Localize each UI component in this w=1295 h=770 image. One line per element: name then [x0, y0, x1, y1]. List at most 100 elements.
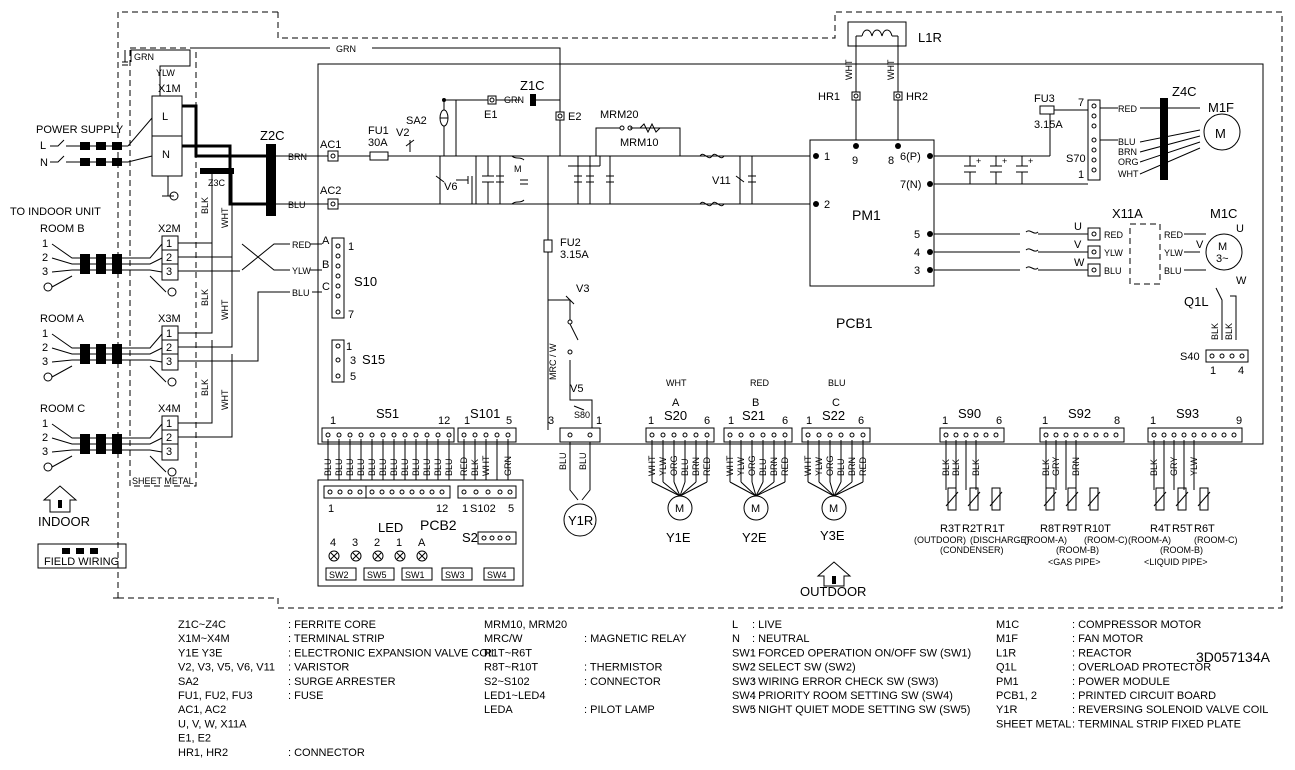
svg-text:C: C [832, 397, 840, 409]
svg-text:8: 8 [1114, 415, 1120, 427]
s51-pin [358, 432, 364, 438]
svg-text:+: + [976, 156, 981, 166]
legend-desc: : COMPRESSOR MOTOR [1072, 619, 1201, 631]
legend-desc: : PRIORITY ROOM SETTING SW (SW4) [752, 690, 953, 702]
s51-pin [380, 432, 386, 438]
legend-desc: : SELECT SW (SW2) [752, 662, 856, 674]
svg-text:YLW: YLW [1164, 248, 1183, 258]
reactor-l1r: L1R WHT WHT HR1 HR2 [818, 21, 942, 140]
svg-text:A: A [322, 235, 330, 247]
s22-pin [816, 432, 822, 438]
svg-text:(ROOM-B): (ROOM-B) [1160, 545, 1203, 555]
svg-text:9: 9 [852, 155, 858, 167]
svg-text:1: 1 [346, 341, 352, 353]
s21-wire-label: BLU [758, 458, 768, 476]
led-icon [416, 550, 428, 562]
room-a-terminal: ROOM A X3M 123 123 BLK WHT [40, 250, 290, 387]
room-c-terminal: ROOM C X4M 123 123 BLK WHT [40, 340, 233, 477]
svg-text:R4T: R4T [1150, 523, 1171, 535]
svg-text:6: 6 [996, 415, 1002, 427]
s51-pin [369, 432, 375, 438]
y3e-label: Y3E [820, 528, 845, 543]
s93-pin [1151, 432, 1157, 438]
compressor-motor-group: U V W RED YLW BLU X11A RED YLW BLU M 3~ … [934, 206, 1249, 377]
s22-wire-label: YLW [814, 457, 824, 476]
x11a-label: X11A [1112, 206, 1143, 221]
field-wiring-legend: FIELD WIRING [37, 543, 127, 569]
hr2-label: HR2 [906, 91, 928, 103]
svg-text:1: 1 [942, 415, 948, 427]
svg-text:1: 1 [328, 503, 334, 515]
z3c-label: Z3C [208, 178, 226, 188]
svg-text:1: 1 [42, 238, 48, 250]
s93-wire-label: BLK [1149, 459, 1159, 476]
s21-wire-label: RED [780, 456, 790, 476]
svg-text:C: C [322, 281, 330, 293]
s21-pin [760, 432, 766, 438]
legend-desc: : FERRITE CORE [288, 619, 376, 631]
sheet-metal-plate: SHEET METAL [129, 47, 197, 487]
svg-text:5: 5 [508, 503, 514, 515]
outdoor-label: OUTDOOR [800, 584, 866, 599]
s51-wire-label: BLU [389, 458, 399, 476]
svg-text:6: 6 [858, 415, 864, 427]
switch-sw4[interactable] [483, 567, 515, 581]
legend-desc: : REVERSING SOLENOID VALVE COIL [1072, 704, 1268, 716]
thermistor-icon [1045, 487, 1055, 511]
s2-label: S2 [462, 530, 478, 545]
led-icon [350, 550, 362, 562]
s90-pin [993, 432, 999, 438]
legend-desc: : LIVE [752, 619, 782, 631]
s90-pin [943, 432, 949, 438]
s101-wire-label: GRN [503, 456, 513, 476]
s51-wire-label: BLU [411, 458, 421, 476]
s101-pin [505, 432, 511, 438]
s101-pin [494, 432, 500, 438]
x1m-label: X1M [158, 83, 181, 95]
svg-text:BLU: BLU [1104, 266, 1122, 276]
svg-text:R3T: R3T [940, 523, 961, 535]
svg-text:BLK: BLK [200, 379, 210, 396]
svg-text:BLU: BLU [558, 452, 568, 470]
svg-text:A: A [672, 397, 680, 409]
blu-label-ac2: BLU [288, 200, 306, 210]
legend-code: Y1R [996, 704, 1017, 716]
legend-desc: : FORCED OPERATION ON/OFF SW (SW1) [752, 647, 971, 659]
fu1-value: 30A [368, 137, 388, 149]
mains-thick-wires: Z2C BRN BLU [182, 104, 328, 216]
grn-ground-wire [190, 47, 561, 112]
s93-pin [1191, 432, 1197, 438]
svg-text:R10T: R10T [1084, 523, 1111, 535]
v2-label: V2 [396, 127, 409, 139]
svg-text:3: 3 [914, 265, 920, 277]
pcb2-label: PCB2 [420, 517, 457, 533]
e1-label: E1 [484, 109, 497, 121]
svg-text:U: U [1074, 221, 1082, 233]
s92-pin [1063, 432, 1069, 438]
svg-text:+: + [1028, 156, 1033, 166]
switch-sw2[interactable] [325, 567, 357, 581]
svg-text:1: 1 [42, 418, 48, 430]
s21-pin [771, 432, 777, 438]
s51-label: S51 [376, 406, 399, 421]
s92-wire-label: GRY [1051, 457, 1061, 476]
neutral-label: N [40, 157, 48, 169]
switch-sw5[interactable] [363, 567, 395, 581]
svg-text:BRN: BRN [1118, 147, 1137, 157]
outdoor-unit-boundary [113, 11, 1283, 609]
switch-sw1[interactable] [401, 567, 433, 581]
legend-code: PCB1, 2 [996, 690, 1037, 702]
s51-pin [446, 432, 452, 438]
svg-text:(ROOM-A): (ROOM-A) [1024, 535, 1067, 545]
s101-wire-label: WHT [481, 455, 491, 476]
s51-pin [435, 432, 441, 438]
switch-sw3[interactable] [441, 567, 473, 581]
svg-text:2: 2 [824, 199, 830, 211]
svg-text:3~: 3~ [1216, 253, 1229, 265]
svg-text:3: 3 [352, 537, 358, 549]
s93-pin [1231, 432, 1237, 438]
legend-code: E1, E2 [178, 733, 211, 745]
svg-text:3: 3 [350, 355, 356, 367]
legend-desc: : VARISTOR [288, 662, 349, 674]
